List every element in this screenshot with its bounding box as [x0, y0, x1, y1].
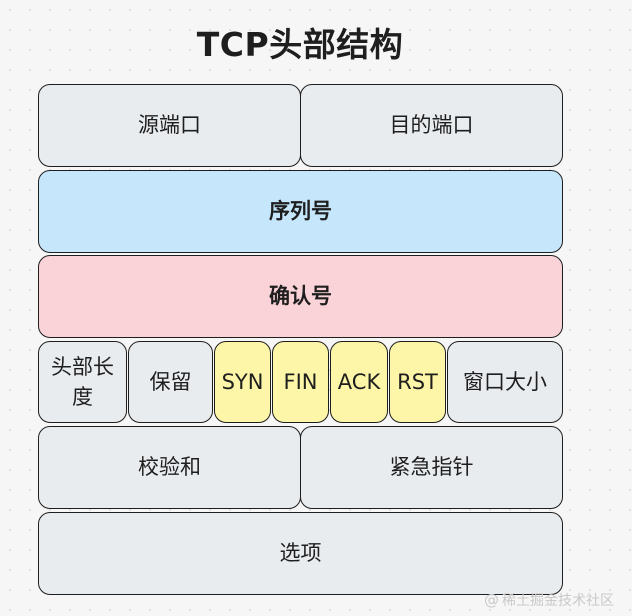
watermark-text: 稀土掘金技术社区	[502, 593, 614, 609]
reserved-label: 保留	[149, 369, 192, 394]
checksum-label: 校验和	[138, 455, 201, 480]
header-length-label-line1: 头部长	[51, 354, 114, 379]
rst-flag: RST	[389, 341, 446, 423]
window-size-field: 窗口大小	[447, 341, 563, 423]
window-size-label: 窗口大小	[463, 369, 547, 394]
checksum-field: 校验和	[38, 426, 301, 509]
diagram-title: TCP头部结构	[196, 25, 404, 64]
header-length-label-line2: 度	[72, 385, 93, 409]
source-port-field: 源端口	[38, 84, 301, 167]
syn-flag-label: SYN	[221, 369, 264, 394]
at-icon: @	[484, 591, 499, 609]
fin-flag: FIN	[272, 341, 329, 423]
sequence-number-field: 序列号	[38, 170, 563, 253]
ack-number-label: 确认号	[269, 284, 332, 309]
urgent-pointer-label: 紧急指针	[389, 455, 474, 480]
ack-number-field: 确认号	[38, 255, 563, 338]
sequence-number-label: 序列号	[269, 199, 332, 224]
header-length-field: 头部长 度	[38, 341, 127, 423]
ack-flag: ACK	[330, 341, 388, 423]
watermark: @ 稀土掘金技术社区	[484, 590, 614, 610]
ack-flag-label: ACK	[337, 369, 381, 394]
source-port-label: 源端口	[138, 113, 201, 138]
options-label: 选项	[279, 541, 322, 566]
urgent-pointer-field: 紧急指针	[300, 426, 563, 509]
syn-flag: SYN	[214, 341, 271, 423]
rst-flag-label: RST	[397, 369, 438, 394]
reserved-field: 保留	[128, 341, 213, 423]
dest-port-label: 目的端口	[389, 113, 474, 138]
dest-port-field: 目的端口	[300, 84, 563, 167]
fin-flag-label: FIN	[283, 369, 318, 394]
options-field: 选项	[38, 512, 563, 595]
